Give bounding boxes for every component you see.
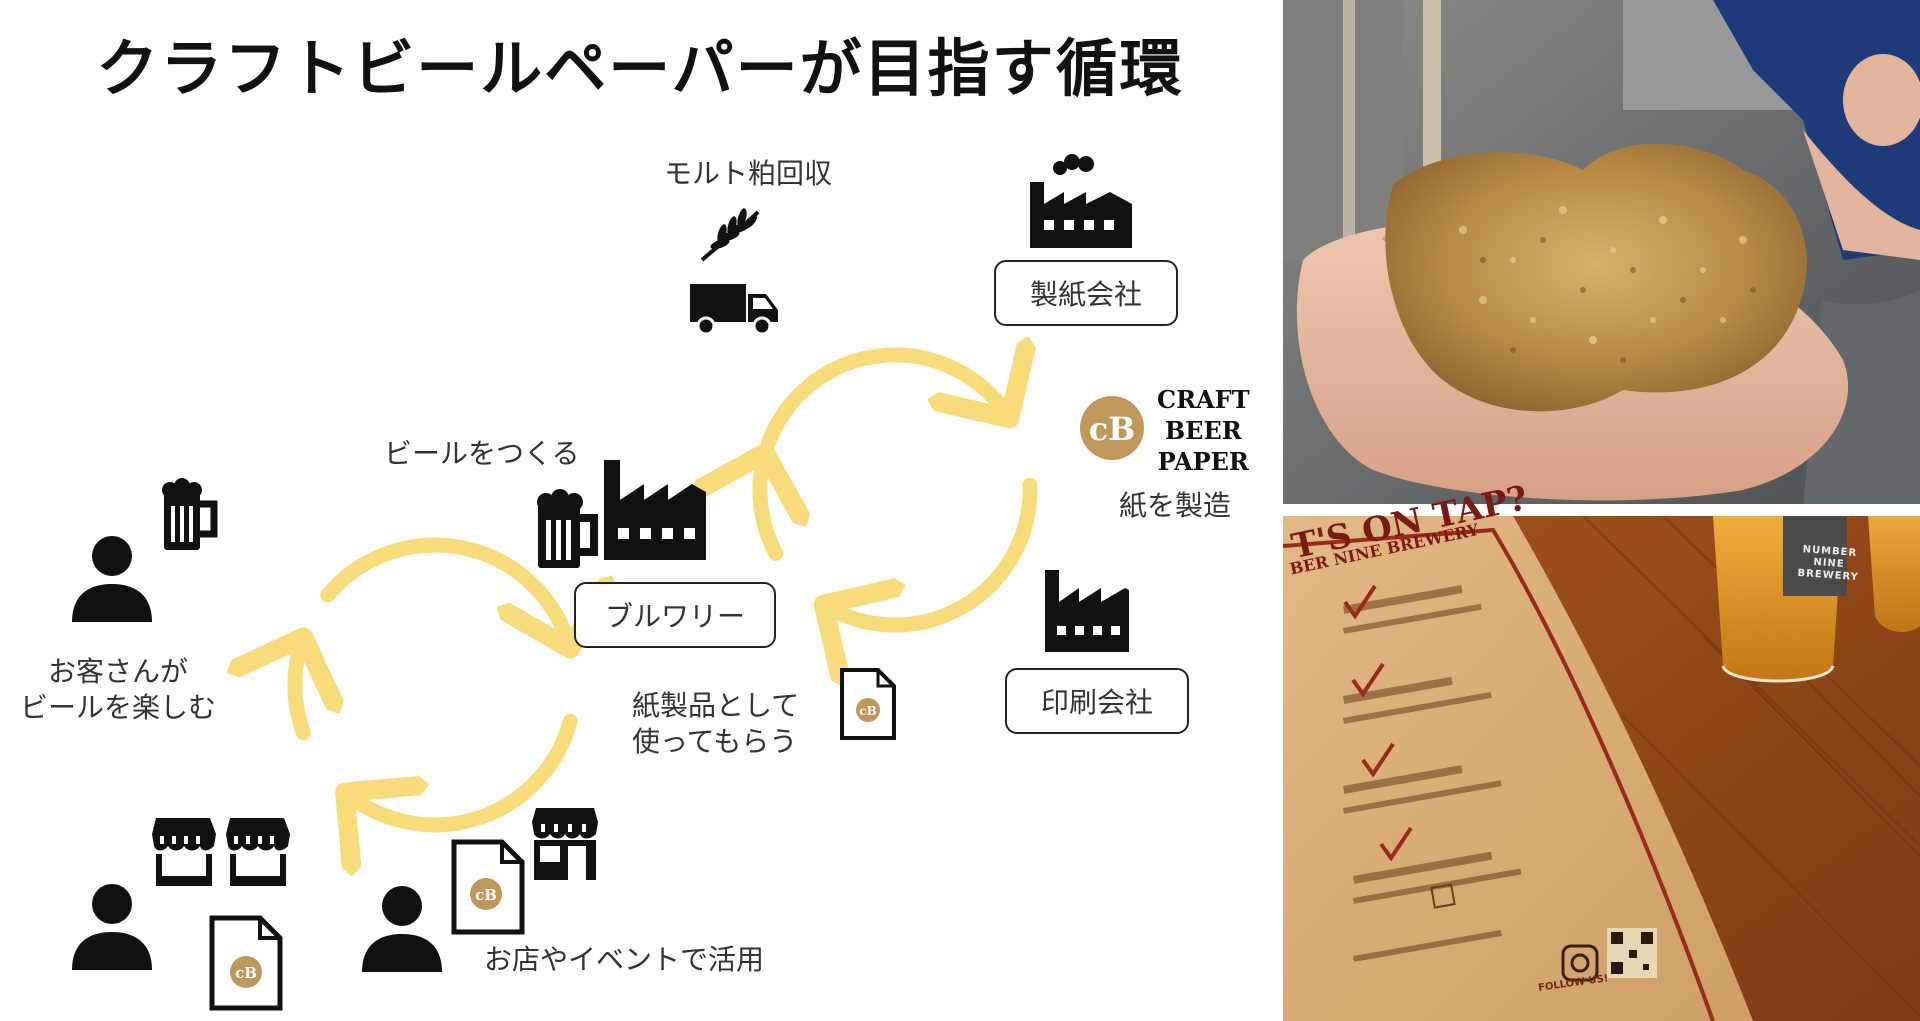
craft-beer-paper-logo: cB: [1080, 396, 1144, 460]
stall-icon-2: [226, 818, 290, 886]
cycle-left-arrow-3: [295, 637, 303, 741]
brand-wordmark: CRAFT BEER PAPER: [1157, 384, 1250, 477]
customer-icon: [72, 536, 152, 622]
cycle-left-arrow-2: [345, 713, 578, 825]
brand-line-craft: CRAFT: [1157, 385, 1250, 414]
svg-text:cB: cB: [859, 704, 876, 718]
make-paper-label: 紙を製造: [1119, 489, 1232, 522]
cycle-right: [760, 355, 1038, 625]
svg-text:cB: cB: [1089, 410, 1136, 448]
paper-doc-icon-left: cB: [209, 915, 283, 1011]
brewery-label: ブルワリー: [604, 600, 745, 633]
paper-product-icon: cB: [840, 668, 896, 740]
paper-doc-icon-mid: cB: [451, 839, 525, 935]
paper-company-box: 製紙会社: [994, 260, 1178, 326]
svg-text:cB: cB: [475, 886, 497, 904]
cycle-diagram: cB: [72, 154, 1144, 1011]
cycle-right-arrow-2: [824, 477, 1038, 625]
wheat-icon: [700, 208, 760, 262]
printing-company-box: 印刷会社: [1005, 668, 1189, 734]
printing-company-label: 印刷会社: [1040, 686, 1153, 719]
brewery-factory-icon: [604, 460, 706, 560]
stall-icon-1: [152, 818, 216, 886]
brewery-box: ブルワリー: [574, 582, 776, 648]
shop-user-icon: [362, 886, 442, 972]
cycle-right-arrow-1: [760, 355, 1009, 452]
cycle-left: [295, 537, 578, 825]
shops-events-label: お店やイベントで活用: [484, 943, 765, 976]
use-products-label-2: 使ってもらう: [632, 725, 798, 758]
use-products-label-1: 紙製品として: [632, 689, 800, 722]
beer-mug-icon: [537, 489, 598, 568]
shop-icon: [532, 808, 598, 880]
slide-title: クラフトビールペーパーが目指す循環: [96, 32, 1184, 105]
malt-collection-label: モルト粕回収: [664, 157, 833, 190]
brand-line-paper: PAPER: [1157, 447, 1249, 476]
printing-factory-icon: [1045, 570, 1129, 652]
customers-label-2: ビールを楽しむ: [20, 691, 217, 724]
svg-text:cB: cB: [235, 964, 257, 982]
make-beer-label: ビールをつくる: [384, 437, 580, 470]
menu-photo: [1283, 516, 1920, 1021]
customers-label-1: お客さんが: [48, 655, 189, 688]
paper-factory-icon: [1030, 154, 1132, 248]
cycle-right-arrow-3: [760, 453, 776, 561]
glass-badge-text: NUMBER NINE BREWERY: [1797, 544, 1860, 584]
customer-beer-icon: [162, 478, 218, 550]
brand-line-beer: BEER: [1164, 416, 1242, 445]
paper-company-label: 製紙会社: [1029, 278, 1142, 311]
malt-photo: [1283, 0, 1920, 504]
truck-icon: [690, 284, 778, 336]
visitor-icon: [72, 884, 152, 970]
cycle-left-arrow-1: [320, 537, 570, 649]
